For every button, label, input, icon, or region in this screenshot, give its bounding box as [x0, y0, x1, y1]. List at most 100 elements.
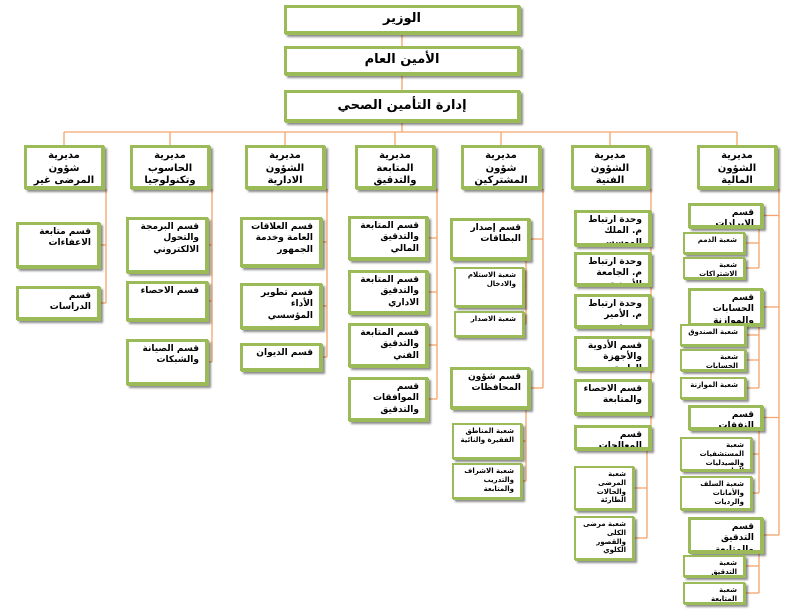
- section-box: قسم الاحصاء والمتابعة: [574, 379, 651, 415]
- section-box-label: قسم شؤون المحافظات: [467, 372, 521, 394]
- it-directorate: مديرية الحاسوب وتكنولوجيا المعلومات: [130, 145, 210, 189]
- section-box: قسم الصيانة والشبكات: [126, 339, 208, 385]
- section-box: قسم المعالجات: [574, 425, 651, 450]
- sub-unit-box-label: شعبة الحسابات: [705, 353, 738, 370]
- sub-unit-box-label: شعبة المناطق الفقيرة والنائية: [460, 427, 514, 444]
- finance-directorate-label: مديرية الشؤون المالية: [717, 150, 757, 186]
- section-box-label: قسم الصيانة والشبكات: [142, 344, 199, 366]
- section-box-label: قسم الأدوية والأجهزة الطبية: [587, 341, 642, 370]
- section-box: قسم العلاقات العامة وخدمة الجمهور: [240, 217, 322, 267]
- section-box-label: قسم المتابعة والتدقيق الفني: [360, 328, 419, 361]
- sub-unit-box-label: شعبة الموازنة: [690, 381, 738, 389]
- section-box-label: قسم المتابعة والتدقيق الاداري: [360, 275, 419, 308]
- sub-unit-box: شعبة مرضى الكلى والقصور الكلوي: [574, 516, 634, 560]
- section-box: قسم التدقيق والمتابعة: [688, 517, 763, 553]
- it-directorate-label: مديرية الحاسوب وتكنولوجيا المعلومات: [144, 150, 196, 186]
- sub-unit-box: شعبة المناطق الفقيرة والنائية: [452, 423, 522, 459]
- sub-unit-box: شعبة المستشفيات والصيدليات الخاصة: [680, 437, 752, 471]
- section-box: قسم المتابعة والتدقيق الاداري: [348, 270, 428, 314]
- admin-directorate: مديرية الشؤون الادارية: [245, 145, 325, 189]
- admin-directorate-label: مديرية الشؤون الادارية: [265, 150, 305, 186]
- section-box: قسم الإيرادات: [688, 203, 763, 228]
- sub-unit-box-label: شعبة المرضى والحالات الطارئة: [596, 470, 626, 505]
- section-box-label: قسم المعالجات: [598, 430, 642, 450]
- section-box-label: وحدة ارتباط م. الأمير حمزة: [588, 299, 642, 328]
- section-box-label: قسم المتابعة والتدقيق المالي: [360, 221, 419, 254]
- sub-unit-box: شعبة الاصدار: [454, 311, 524, 337]
- section-box-label: قسم الدراسات: [49, 291, 91, 313]
- section-box-label: قسم العلاقات العامة وخدمة الجمهور: [251, 222, 313, 255]
- section-box-label: قسم الاحصاء: [140, 286, 199, 296]
- section-box: قسم الدراسات: [16, 286, 100, 320]
- sub-unit-box-label: شعبة التدقيق: [711, 559, 737, 576]
- section-box: قسم المتابعة والتدقيق المالي: [348, 216, 428, 260]
- section-box: قسم شؤون المحافظات: [450, 367, 530, 409]
- sub-unit-box: شعبة الذمم: [683, 232, 745, 254]
- secretary-general-box-label: الأمين العام: [364, 52, 440, 68]
- minister-box: الوزير: [284, 5, 520, 34]
- section-box-label: قسم الإيرادات: [715, 208, 754, 228]
- subscribers-directorate: مديرية شؤون المشتركين: [461, 145, 541, 189]
- section-box: قسم المتابعة والتدقيق الفني: [348, 323, 428, 367]
- sub-unit-box-label: شعبة الاشراف والتدريب والمتابعة: [464, 467, 514, 493]
- sub-unit-box: شعبة المرضى والحالات الطارئة: [574, 466, 634, 510]
- health-insurance-admin-box: إدارة التأمين الصحي: [284, 90, 520, 122]
- section-box-label: قسم البرمجة والتحول الالكتروني: [140, 222, 200, 255]
- sub-unit-box: شعبة التدقيق: [683, 555, 745, 577]
- section-box: قسم الاحصاء: [126, 281, 208, 321]
- sub-unit-box: شعبة الاشتراكات: [683, 257, 745, 279]
- sub-unit-box-label: شعبة المستشفيات والصيدليات الخاصة: [699, 441, 744, 469]
- section-box: قسم إصدار البطاقات: [450, 218, 530, 260]
- audit-directorate-label: مديرية المتابعة والتدقيق: [373, 150, 417, 186]
- sub-unit-box: شعبة المتابعة: [683, 582, 745, 604]
- sub-unit-box: شعبة الحسابات: [680, 349, 746, 371]
- section-box-label: قسم الحسابات والموازنة: [712, 293, 754, 326]
- audit-directorate: مديرية المتابعة والتدقيق: [355, 145, 435, 189]
- sub-unit-box-label: شعبة الذمم: [697, 236, 737, 244]
- section-box-label: قسم الاحصاء والمتابعة: [583, 384, 642, 406]
- section-box: قسم متابعة الاعفاءات: [16, 222, 100, 268]
- section-box-label: قسم تطوير الأداء المؤسسي: [260, 288, 313, 321]
- sub-unit-box: شعبة السلف والأمانات والرديات: [680, 476, 752, 510]
- technical-directorate: مديرية الشؤون الفنية: [571, 145, 649, 189]
- section-box: قسم تطوير الأداء المؤسسي: [240, 283, 322, 329]
- finance-directorate: مديرية الشؤون المالية: [697, 145, 777, 189]
- sub-unit-box-label: شعبة الصندوق: [688, 328, 738, 336]
- section-box-label: قسم الموافقات والتدقيق: [372, 382, 419, 415]
- section-box-label: قسم الديوان: [256, 348, 313, 358]
- sub-unit-box-label: شعبة المتابعة: [710, 586, 737, 603]
- secretary-general-box: الأمين العام: [284, 46, 520, 75]
- sub-unit-box: شعبة الاشراف والتدريب والمتابعة: [452, 463, 522, 499]
- section-box: وحدة ارتباط م. الأمير حمزة: [574, 294, 651, 328]
- section-box-label: وحدة ارتباط م. الملك الموسس: [588, 215, 642, 246]
- section-box-label: قسم النفقات: [718, 410, 754, 430]
- section-box-label: وحدة ارتباط م. الجامعة الأردنية: [588, 257, 642, 286]
- sub-unit-box-label: شعبة الاشتراكات: [699, 261, 737, 278]
- section-box: قسم الديوان: [240, 343, 322, 371]
- section-box: قسم الحسابات والموازنة: [688, 288, 763, 326]
- uninsured-directorate-label: مديرية شؤون المرضى غير المؤمنين: [33, 150, 95, 186]
- section-box: قسم الأدوية والأجهزة الطبية: [574, 336, 651, 370]
- section-box: وحدة ارتباط م. الملك الموسس: [574, 210, 651, 246]
- subscribers-directorate-label: مديرية شؤون المشتركين: [474, 150, 528, 186]
- sub-unit-box: شعبة الاستلام والادخال: [454, 267, 524, 307]
- sub-unit-box-label: شعبة الاستلام والادخال: [467, 271, 516, 288]
- health-insurance-admin-box-label: إدارة التأمين الصحي: [337, 97, 467, 113]
- technical-directorate-label: مديرية الشؤون الفنية: [590, 150, 630, 186]
- sub-unit-box-label: شعبة السلف والأمانات والرديات: [700, 480, 744, 506]
- section-box: وحدة ارتباط م. الجامعة الأردنية: [574, 252, 651, 286]
- uninsured-directorate: مديرية شؤون المرضى غير المؤمنين: [24, 145, 104, 189]
- minister-box-label: الوزير: [383, 11, 421, 27]
- section-box: قسم النفقات: [688, 405, 763, 430]
- sub-unit-box-label: شعبة مرضى الكلى والقصور الكلوي: [583, 520, 626, 555]
- section-box-label: قسم متابعة الاعفاءات: [39, 227, 91, 249]
- section-box: قسم البرمجة والتحول الالكتروني: [126, 217, 208, 273]
- sub-unit-box-label: شعبة الاصدار: [470, 315, 516, 323]
- section-box-label: قسم التدقيق والمتابعة: [714, 522, 754, 553]
- section-box-label: قسم إصدار البطاقات: [470, 223, 522, 245]
- sub-unit-box: شعبة الموازنة: [680, 377, 746, 399]
- sub-unit-box: شعبة الصندوق: [680, 324, 746, 346]
- section-box: قسم الموافقات والتدقيق: [348, 377, 428, 421]
